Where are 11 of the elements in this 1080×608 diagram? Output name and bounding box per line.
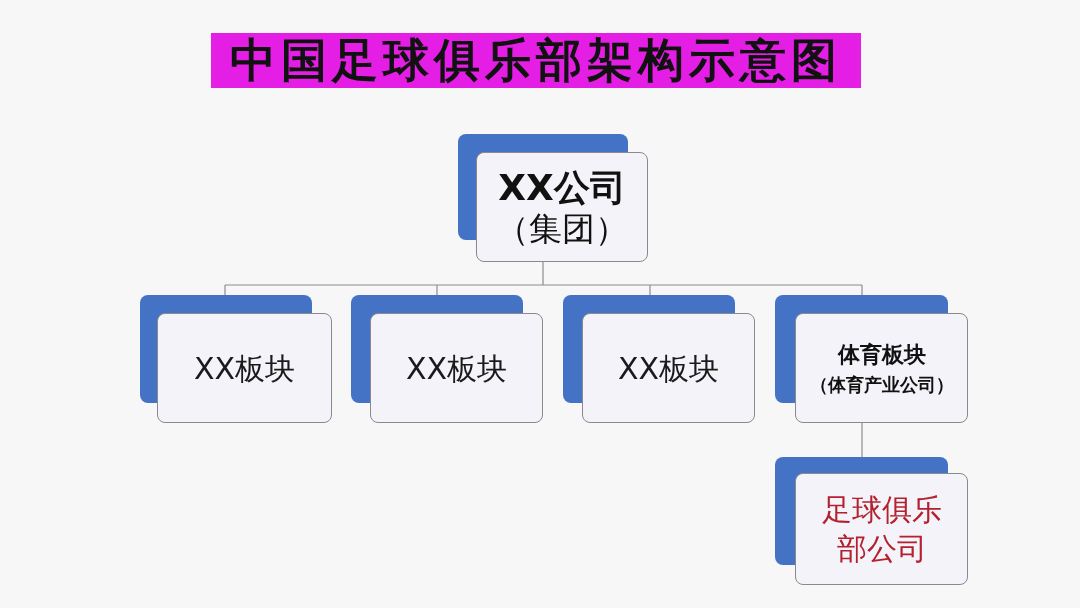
title-banner: 中国足球俱乐部架构示意图 <box>211 33 861 88</box>
card-title: XX板块 <box>405 349 508 388</box>
card-title: 足球俱乐部公司 <box>820 491 943 568</box>
card-subtitle: （体育产业公司） <box>809 373 954 397</box>
connector-line <box>861 422 863 458</box>
card-title: XX板块 <box>617 349 720 388</box>
card-title: 体育板块 <box>837 341 926 369</box>
card-title: XX公司 <box>498 165 626 209</box>
connector-line <box>224 261 863 296</box>
card-title: XX板块 <box>193 349 296 388</box>
card-subtitle: （集团） <box>496 208 628 249</box>
